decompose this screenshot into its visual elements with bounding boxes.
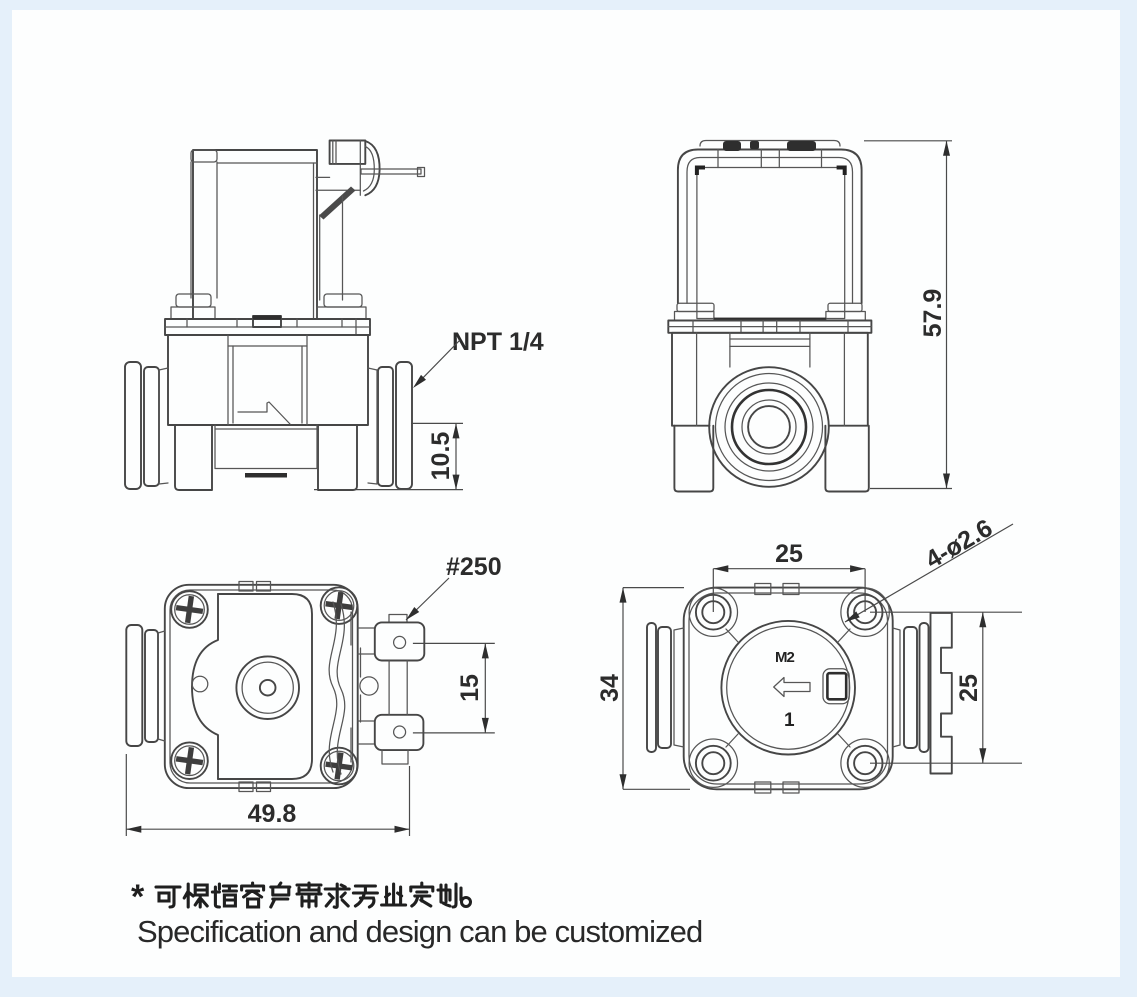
svg-text:34: 34 (596, 674, 624, 702)
svg-text:M2: M2 (775, 649, 794, 666)
svg-text:57.9: 57.9 (919, 289, 947, 338)
svg-text:25: 25 (955, 674, 983, 702)
svg-text:1: 1 (784, 710, 795, 731)
svg-text:15: 15 (456, 674, 484, 702)
svg-text:Specification and design can b: Specification and design can be customiz… (137, 914, 702, 949)
svg-text:*: * (131, 878, 145, 916)
svg-text:NPT 1/4: NPT 1/4 (452, 328, 544, 356)
svg-text:10.5: 10.5 (427, 432, 455, 481)
svg-text:25: 25 (775, 540, 803, 568)
svg-text:#250: #250 (446, 553, 502, 581)
svg-text:49.8: 49.8 (248, 800, 297, 828)
